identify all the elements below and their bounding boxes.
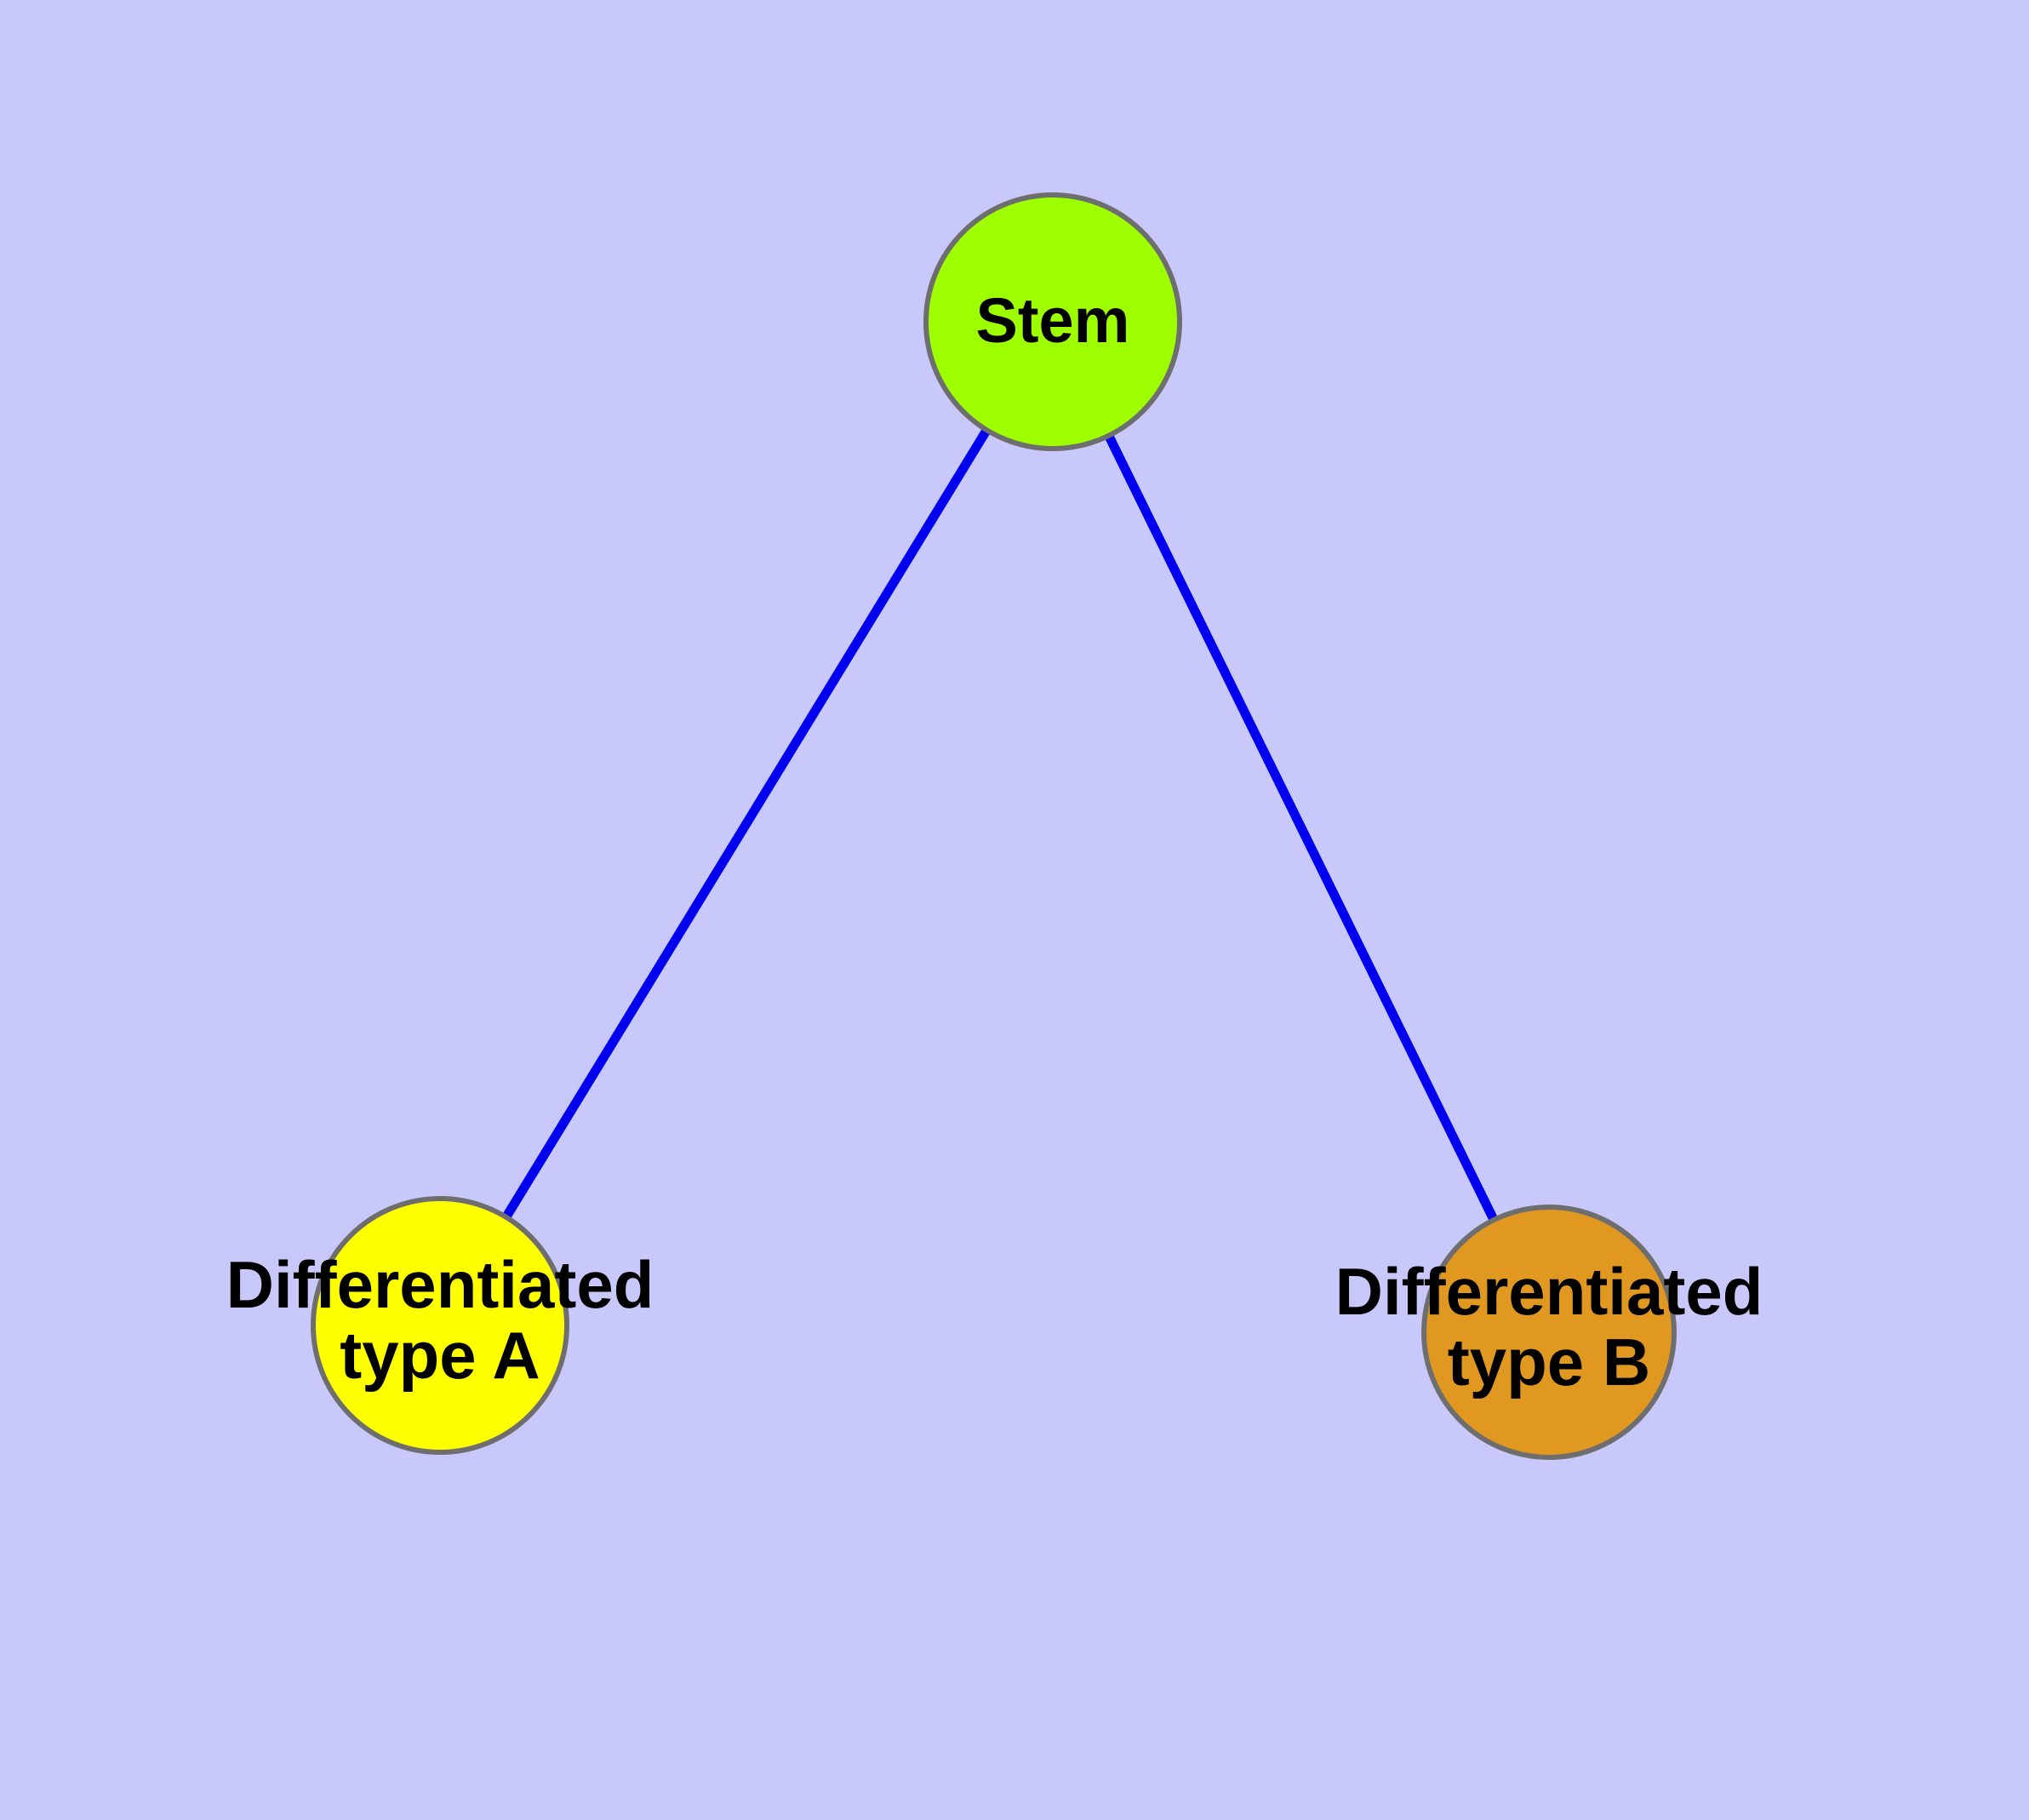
node-differentiated-type-b[interactable] (1421, 1205, 1677, 1460)
edge-stem-to-differentiated-type-b (1048, 317, 1554, 1337)
edge-stem-to-differentiated-type-a (435, 317, 1058, 1331)
node-stem[interactable] (923, 192, 1182, 451)
node-differentiated-type-a[interactable] (311, 1196, 569, 1455)
